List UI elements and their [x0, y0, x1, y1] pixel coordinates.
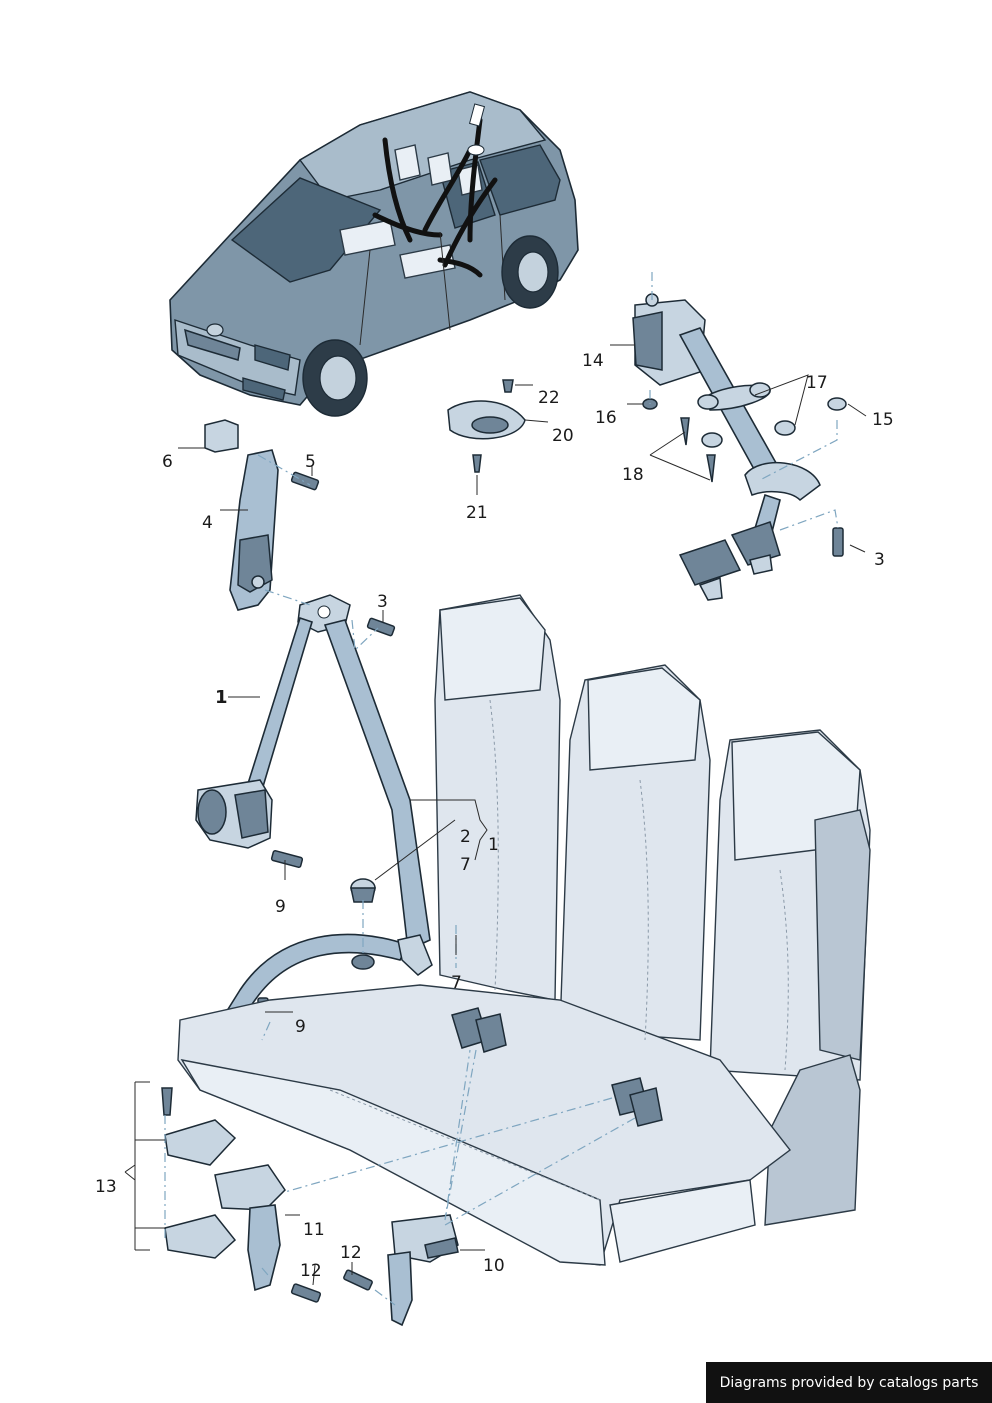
- callout-4: 4: [202, 513, 213, 533]
- callout-1-bracket: 1: [488, 835, 499, 855]
- callout-16: 16: [595, 408, 617, 428]
- callout-14: 14: [582, 351, 604, 371]
- callout-18: 18: [622, 465, 644, 485]
- leader-lines: [124, 344, 867, 1286]
- rear-seat-illustration: [177, 594, 871, 1266]
- callout-22: 22: [538, 388, 560, 408]
- credit-banner: Diagrams provided by catalogs parts: [706, 1362, 992, 1403]
- trim-cover-assembly: [447, 379, 526, 473]
- callout-12-left: 12: [300, 1261, 322, 1281]
- vehicle-illustration: [169, 91, 579, 417]
- callout-21: 21: [466, 503, 488, 523]
- assembly-guide-lines: [164, 272, 839, 1306]
- center-belt-retractor-assembly: [632, 293, 847, 601]
- callout-11: 11: [303, 1220, 325, 1240]
- callout-20: 20: [552, 426, 574, 446]
- callout-1-main: 1: [215, 687, 228, 708]
- callout-10: 10: [483, 1256, 505, 1276]
- callout-5: 5: [305, 452, 316, 472]
- buckle-assemblies: [161, 1087, 459, 1327]
- callout-9-upper: 9: [275, 897, 286, 917]
- callout-7-upper: 7: [460, 855, 471, 875]
- callout-15: 15: [872, 410, 894, 430]
- three-point-belt-assembly: [195, 594, 433, 1051]
- callout-3-lower: 3: [874, 550, 885, 570]
- callout-7-lower: 7: [451, 973, 462, 993]
- callout-2: 2: [460, 827, 471, 847]
- part-callouts: 1 1 2 3 3 4 5 6 7 7 9 9 10 11 12 12 13 1…: [95, 351, 894, 1281]
- callout-12-right: 12: [340, 1243, 362, 1263]
- callout-6: 6: [162, 452, 173, 472]
- callout-3-upper: 3: [377, 592, 388, 612]
- callout-17: 17: [806, 373, 828, 393]
- callout-13: 13: [95, 1177, 117, 1197]
- height-adjuster-assembly: [204, 419, 320, 611]
- callout-9-lower: 9: [295, 1017, 306, 1037]
